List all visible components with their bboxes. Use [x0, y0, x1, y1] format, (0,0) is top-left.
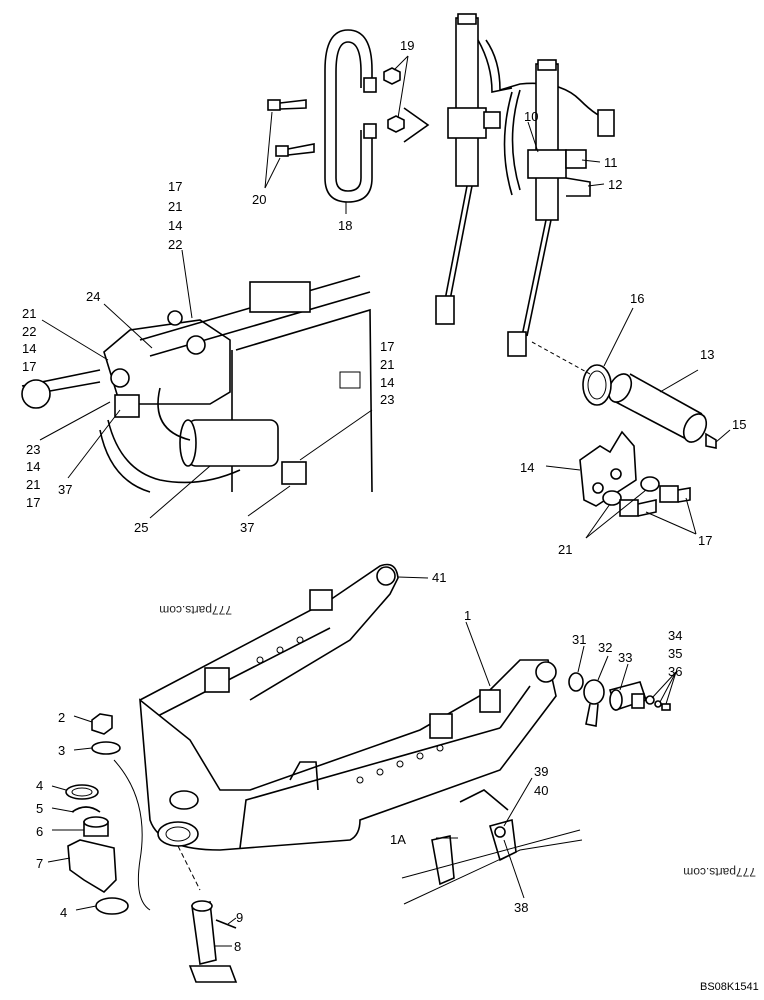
callout-19: 19: [400, 38, 414, 53]
callout-17: 17: [22, 359, 36, 374]
callout-35: 35: [668, 646, 682, 661]
callout-17: 17: [380, 339, 394, 354]
bolts-20: [264, 99, 315, 189]
assembly-arrow: [403, 107, 430, 143]
callout-10: 10: [524, 109, 538, 124]
callout-14: 14: [380, 375, 394, 390]
callout-17: 17: [168, 179, 182, 194]
callout-16: 16: [630, 291, 644, 306]
washers-21-bolts-17: [585, 476, 697, 539]
callout-36: 36: [668, 664, 682, 679]
callout-21: 21: [26, 477, 40, 492]
pivot-parts-2-7: [47, 713, 151, 915]
callout-21: 21: [22, 306, 36, 321]
figure-code: BS08K1541: [700, 981, 759, 993]
callout-5: 5: [36, 801, 43, 816]
callout-14: 14: [520, 460, 534, 475]
bolt-9: [215, 917, 237, 929]
pin-set-31-36: [568, 645, 677, 727]
callout-13: 13: [700, 347, 714, 362]
callout-40: 40: [534, 783, 548, 798]
callout-14: 14: [26, 459, 40, 474]
bracket-detail-1A: [401, 777, 583, 905]
callout-4: 4: [36, 778, 43, 793]
callout-15: 15: [732, 417, 746, 432]
callout-3: 3: [58, 743, 65, 758]
callout-41: 41: [432, 570, 446, 585]
callout-24: 24: [86, 289, 100, 304]
callout-18: 18: [338, 218, 352, 233]
callout-14: 14: [168, 218, 182, 233]
callout-22: 22: [22, 324, 36, 339]
callout-20: 20: [252, 192, 266, 207]
callout-23: 23: [26, 442, 40, 457]
mounting-detail: [21, 249, 373, 519]
callout-12: 12: [608, 177, 622, 192]
o-ring-16: [531, 307, 634, 406]
callout-1A: 1A: [390, 832, 406, 847]
cylinder-assembly: [435, 13, 615, 357]
callout-21: 21: [380, 357, 394, 372]
callout-38: 38: [514, 900, 528, 915]
frame-1: [139, 563, 557, 851]
callout-1: 1: [464, 608, 471, 623]
callout-32: 32: [598, 640, 612, 655]
watermark-right: 777parts.com: [683, 865, 756, 879]
callout-23: 23: [380, 392, 394, 407]
callout-8: 8: [234, 939, 241, 954]
callout-11: 11: [604, 155, 618, 170]
callout-7: 7: [36, 856, 43, 871]
callout-39: 39: [534, 764, 548, 779]
callout-21: 21: [168, 199, 182, 214]
callout-25: 25: [134, 520, 148, 535]
accumulator-13: [607, 369, 731, 449]
callout-21: 21: [558, 542, 572, 557]
callout-33: 33: [618, 650, 632, 665]
watermark-left: 777parts.com: [159, 603, 232, 617]
plate-14: [545, 430, 637, 507]
callout-2: 2: [58, 710, 65, 725]
callout-4: 4: [60, 905, 67, 920]
callout-labels: 19 20 18 10 11 12 17 21 14 22 24 21 22 1…: [22, 38, 746, 954]
callout-17: 17: [26, 495, 40, 510]
callout-37: 37: [58, 482, 72, 497]
callout-34: 34: [668, 628, 682, 643]
callout-31: 31: [572, 632, 586, 647]
callout-37: 37: [240, 520, 254, 535]
callout-14: 14: [22, 341, 36, 356]
retaining-link-18: [324, 29, 377, 214]
pin-8: [177, 845, 238, 983]
nuts-19: [383, 55, 409, 133]
callout-9: 9: [236, 910, 243, 925]
callout-6: 6: [36, 824, 43, 839]
callout-17: 17: [698, 533, 712, 548]
callout-22: 22: [168, 237, 182, 252]
